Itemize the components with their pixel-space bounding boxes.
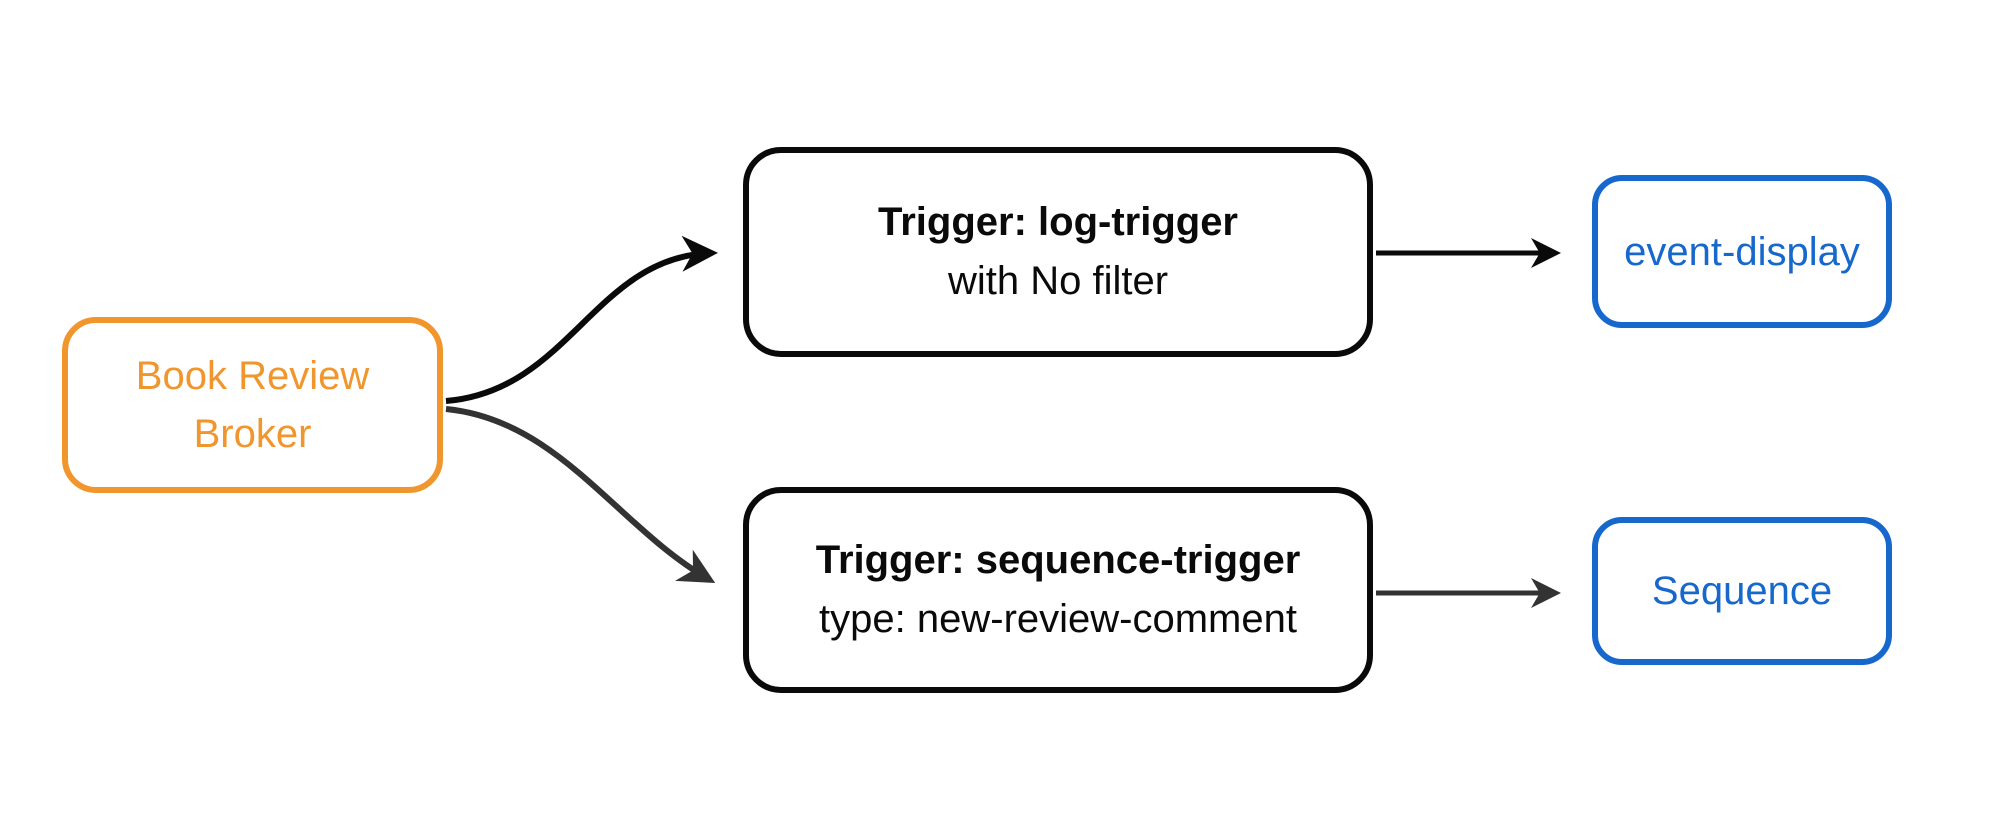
edge-broker-to-log-trigger bbox=[445, 235, 718, 404]
node-sequence: Sequence bbox=[1592, 517, 1892, 665]
node-event-display: event-display bbox=[1592, 175, 1892, 328]
node-book-review-broker-label: Book Review Broker bbox=[135, 354, 370, 456]
node-sequence-trigger: Trigger: sequence-trigger type: new-revi… bbox=[743, 487, 1373, 693]
node-sequence-trigger-title: Trigger: sequence-trigger bbox=[815, 537, 1301, 582]
edge-broker-to-sequence-trigger bbox=[445, 406, 716, 583]
node-log-trigger: Trigger: log-trigger with No filter bbox=[743, 147, 1373, 357]
node-log-trigger-subtitle: with No filter bbox=[947, 259, 1169, 303]
node-event-display-label: event-display bbox=[1624, 229, 1860, 274]
node-log-trigger-title: Trigger: log-trigger bbox=[878, 199, 1238, 244]
node-sequence-trigger-subtitle: type: new-review-comment bbox=[819, 597, 1297, 641]
node-sequence-label: Sequence bbox=[1651, 569, 1833, 613]
node-book-review-broker: Book Review Broker bbox=[62, 317, 443, 493]
